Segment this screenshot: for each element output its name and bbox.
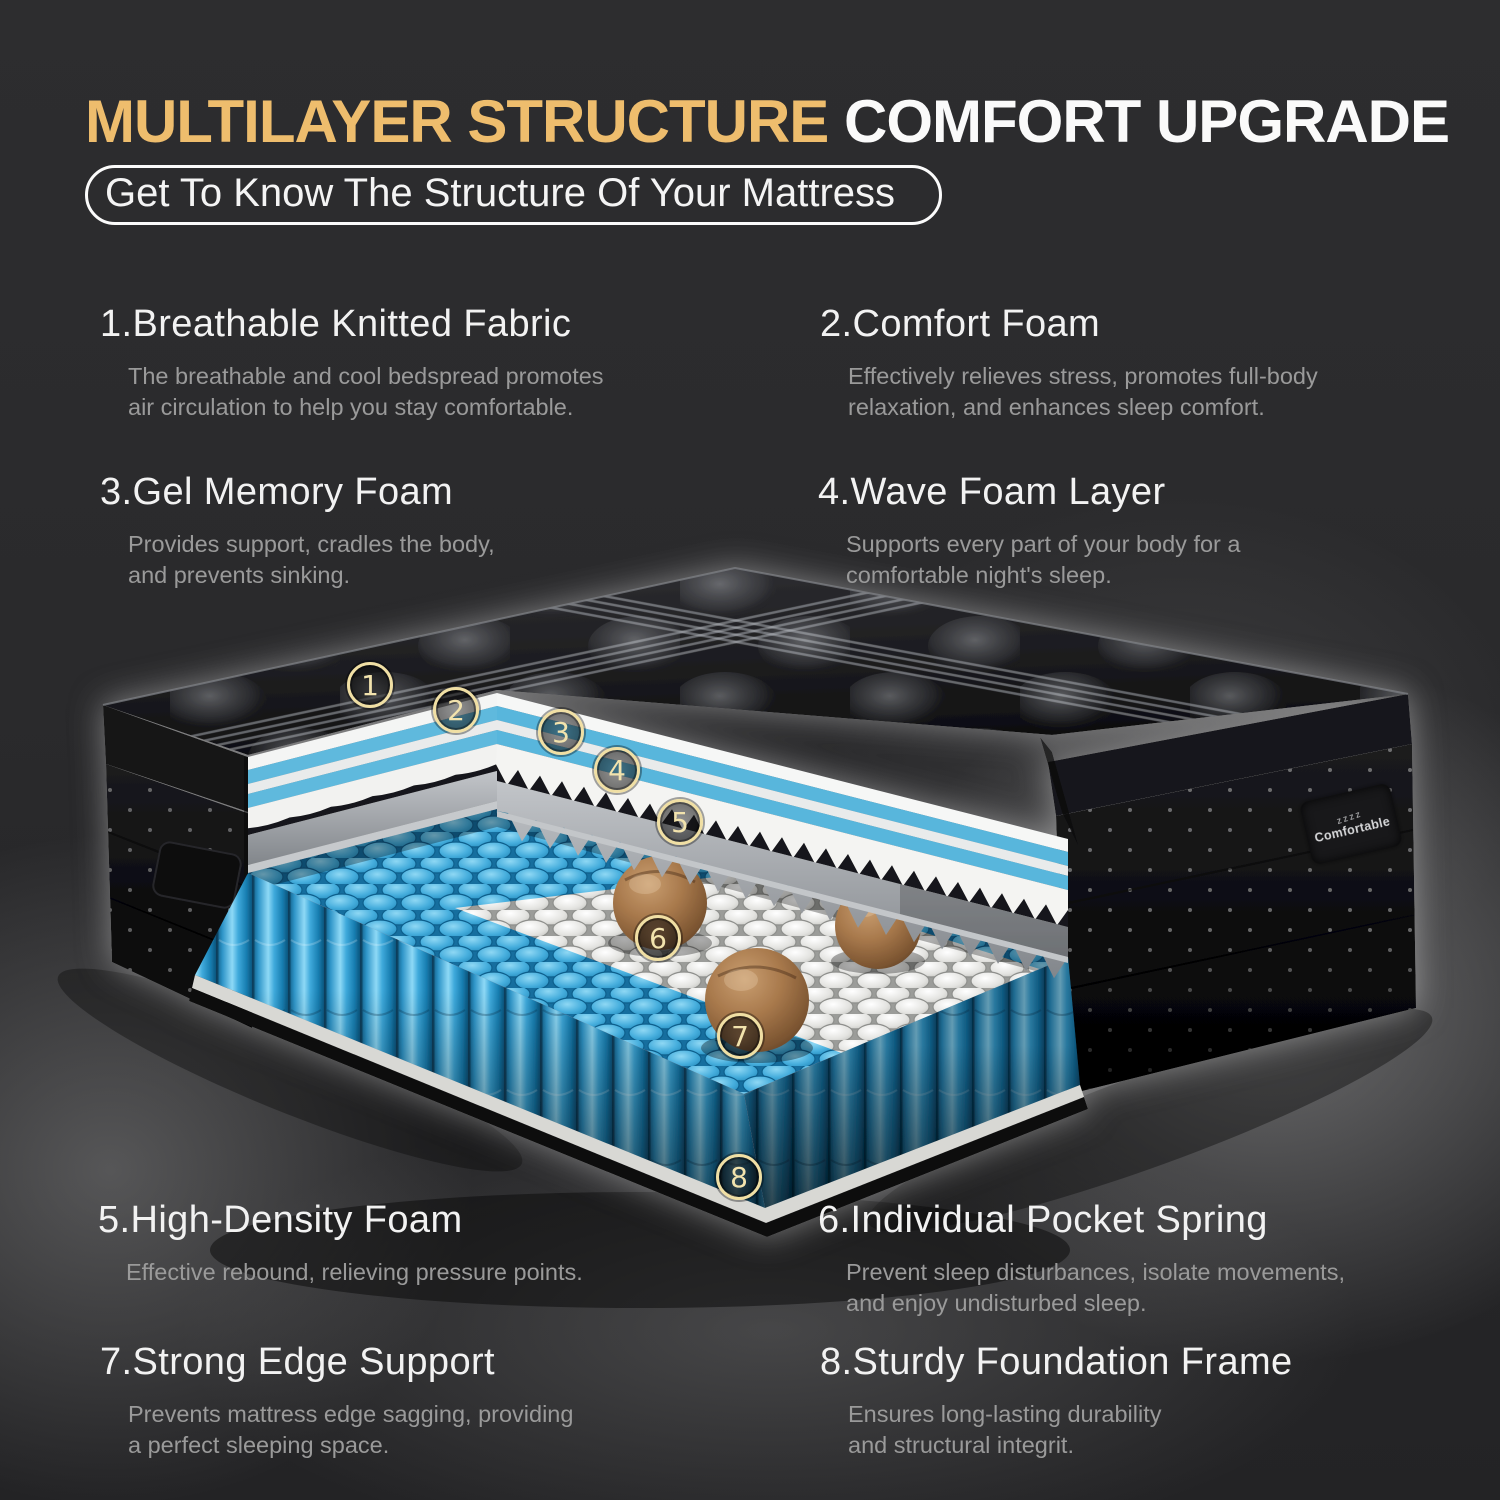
feature-wave-foam-layer: 4.Wave Foam Layer Supports every part of…: [818, 468, 1458, 590]
feature-body: Prevent sleep disturbances, isolate move…: [846, 1259, 1345, 1316]
feature-body: Ensures long-lasting durability and stru…: [848, 1401, 1162, 1458]
layer-marker-4: 4: [594, 747, 640, 793]
layer-marker-label: 8: [730, 1160, 748, 1194]
page-title: MULTILAYER STRUCTURE COMFORT UPGRADE: [85, 86, 1450, 158]
feature-body: Effectively relieves stress, promotes fu…: [848, 363, 1318, 420]
layer-marker-3: 3: [538, 709, 584, 755]
layer-marker-8: 8: [716, 1154, 762, 1200]
layer-marker-7: 7: [717, 1013, 763, 1059]
layer-marker-label: 4: [608, 753, 626, 787]
feature-individual-pocket-spring: 6.Individual Pocket Spring Prevent sleep…: [818, 1196, 1458, 1318]
layer-marker-label: 5: [671, 805, 689, 839]
quilted-top-surface: [102, 566, 1409, 845]
feature-heading: 3.Gel Memory Foam: [100, 471, 454, 513]
feature-body: Provides support, cradles the body, and …: [128, 531, 495, 588]
layer-marker-label: 7: [731, 1019, 749, 1053]
feature-comfort-foam: 2.Comfort Foam Effectively relieves stre…: [820, 300, 1460, 422]
feature-heading: 4.Wave Foam Layer: [818, 471, 1166, 513]
layer-marker-label: 6: [649, 921, 667, 955]
feature-heading: 8.Sturdy Foundation Frame: [820, 1341, 1293, 1383]
title-highlight: MULTILAYER STRUCTURE: [85, 88, 829, 155]
mattress-handle: [152, 841, 242, 909]
feature-strong-edge-support: 7.Strong Edge Support Prevents mattress …: [100, 1338, 740, 1460]
feature-high-density-foam: 5.High-Density Foam Effective rebound, r…: [98, 1196, 738, 1288]
feature-sturdy-foundation-frame: 8.Sturdy Foundation Frame Ensures long-l…: [820, 1338, 1460, 1460]
feature-heading: 2.Comfort Foam: [820, 303, 1101, 345]
layer-marker-5: 5: [657, 799, 703, 845]
feature-breathable-knitted-fabric: 1.Breathable Knitted Fabric The breathab…: [100, 300, 740, 422]
layer-marker-label: 1: [361, 668, 379, 702]
feature-heading: 7.Strong Edge Support: [100, 1341, 496, 1383]
feature-heading: 5.High-Density Foam: [98, 1199, 463, 1241]
layer-marker-2: 2: [433, 687, 479, 733]
feature-body: Prevents mattress edge sagging, providin…: [128, 1401, 574, 1458]
feature-heading: 1.Breathable Knitted Fabric: [100, 303, 572, 345]
layer-marker-1: 1: [347, 662, 393, 708]
layer-marker-6: 6: [635, 915, 681, 961]
feature-heading: 6.Individual Pocket Spring: [818, 1199, 1268, 1241]
feature-body: The breathable and cool bedspread promot…: [128, 363, 604, 420]
feature-gel-memory-foam: 3.Gel Memory Foam Provides support, crad…: [100, 468, 740, 590]
ground-shadow: [57, 968, 1433, 1308]
layer-marker-label: 3: [552, 715, 570, 749]
layer-marker-label: 2: [447, 693, 465, 727]
title-rest: COMFORT UPGRADE: [828, 88, 1450, 155]
feature-body: Effective rebound, relieving pressure po…: [126, 1259, 583, 1285]
subtitle-text: Get To Know The Structure Of Your Mattre…: [105, 170, 896, 215]
subtitle-badge: Get To Know The Structure Of Your Mattre…: [85, 165, 943, 225]
feature-body: Supports every part of your body for a c…: [846, 531, 1241, 588]
